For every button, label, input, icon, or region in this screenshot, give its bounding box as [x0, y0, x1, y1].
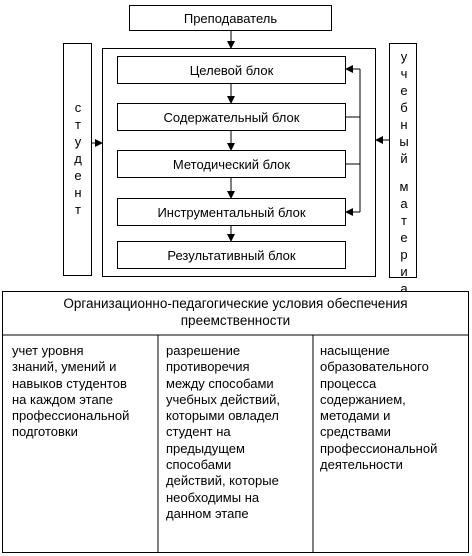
conditions-title-line1: Организационно-педагогические условия об… [63, 296, 408, 311]
block-goal-label: Целевой блок [189, 63, 274, 78]
block-content: Содержательный блок [117, 103, 346, 131]
block-result: Результативный блок [117, 241, 346, 269]
block-instrument: Инструментальный блок [117, 198, 346, 226]
teacher-box: Преподаватель [129, 5, 332, 31]
block-method: Методический блок [117, 150, 346, 178]
conditions-title-line2: преемственности [180, 313, 291, 328]
block-content-label: Содержательный блок [163, 110, 300, 125]
block-goal: Целевой блок [117, 56, 346, 84]
block-result-label: Результативный блок [167, 248, 296, 263]
block-instrument-label: Инструментальный блок [157, 205, 306, 220]
teacher-label: Преподаватель [183, 11, 278, 26]
block-method-label: Методический блок [172, 157, 291, 172]
